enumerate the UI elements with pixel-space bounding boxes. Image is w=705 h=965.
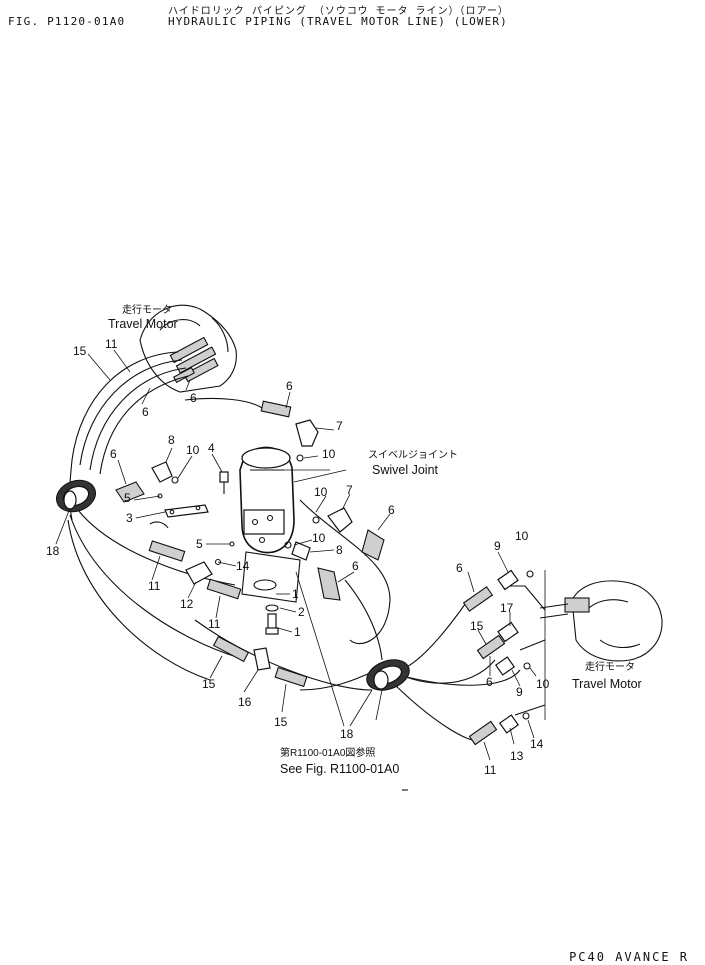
callout-6: 6 [286, 379, 293, 393]
callout-10: 10 [536, 677, 550, 691]
callout-10: 10 [322, 447, 336, 461]
callout-6: 6 [456, 561, 463, 575]
callout-numbers: 15 11 6 6 6 7 10 8 10 4 6 5 3 10 7 6 18 … [46, 337, 550, 777]
callout-6: 6 [388, 503, 395, 517]
figure-number: FIG. P1120-01A0 [8, 15, 126, 28]
figure-title: HYDRAULIC PIPING (TRAVEL MOTOR LINE) (LO… [168, 15, 508, 28]
callout-10: 10 [314, 485, 328, 499]
callout-15: 15 [274, 715, 288, 729]
callout-1: 1 [294, 625, 301, 639]
hose-right-run [194, 499, 546, 742]
callout-7: 7 [336, 419, 343, 433]
travel-motor-left-jp: 走行モータ [122, 303, 172, 316]
see-fig-label: See Fig. R1100-01A0 [280, 762, 399, 776]
callout-14: 14 [236, 559, 250, 573]
callout-11: 11 [105, 337, 118, 351]
travel-motor-right-jp: 走行モータ [585, 660, 635, 673]
callout-18: 18 [340, 727, 354, 741]
callout-15: 15 [73, 344, 87, 358]
callout-11: 11 [148, 579, 161, 593]
callout-6: 6 [142, 405, 149, 419]
callout-18: 18 [46, 544, 60, 558]
callout-15: 15 [470, 619, 484, 633]
travel-motor-right-label: Travel Motor [572, 677, 642, 691]
callout-4: 4 [208, 441, 215, 455]
swivel-joint [239, 446, 330, 603]
callout-10: 10 [186, 443, 200, 457]
bolt-1 [265, 604, 279, 635]
callout-11: 11 [208, 617, 221, 631]
callout-6: 6 [352, 559, 359, 573]
callout-12: 12 [180, 597, 194, 611]
callout-13: 13 [510, 749, 524, 763]
callout-14: 14 [530, 737, 544, 751]
hose-clamp-18-left [56, 479, 96, 513]
callout-15: 15 [202, 677, 216, 691]
callout-7: 7 [346, 483, 353, 497]
hose-top-6 [184, 397, 292, 418]
callout-9: 9 [494, 539, 501, 553]
callout-6: 6 [190, 391, 197, 405]
callout-6: 6 [110, 447, 117, 461]
callout-9: 9 [516, 685, 523, 699]
callout-16: 16 [238, 695, 252, 709]
right-travel-motor [539, 580, 663, 662]
callout-17: 17 [500, 601, 514, 615]
swivel-joint-jp: スイベルジョイント [368, 449, 458, 461]
callout-11: 11 [484, 763, 497, 777]
plate-3 [149, 504, 209, 529]
callout-2: 2 [298, 605, 305, 619]
callout-5: 5 [196, 537, 203, 551]
title-japanese: ハイドロリック パイピング （ソウコウ モータ ライン）（ロアー） [168, 6, 509, 17]
callout-6: 6 [486, 675, 493, 689]
callout-8: 8 [168, 433, 175, 447]
bolt-4 [219, 471, 229, 494]
callout-10: 10 [312, 531, 326, 545]
swivel-joint-label: Swivel Joint [372, 463, 439, 477]
travel-motor-left-label: Travel Motor [108, 317, 178, 331]
fittings [115, 419, 534, 746]
callout-5: 5 [124, 491, 131, 505]
leader-lines [55, 349, 537, 761]
callout-1: 1 [292, 587, 299, 601]
text-labels: 走行モータ Travel Motor 走行モータ Travel Motor スイ… [108, 303, 642, 776]
callout-10: 10 [515, 529, 529, 543]
hose-clamp-18-right [366, 659, 410, 691]
see-fig-jp: 第R1100-01A0図参照 [280, 746, 375, 759]
callout-8: 8 [336, 543, 343, 557]
callout-3: 3 [126, 511, 133, 525]
model-footer: PC40 AVANCE R [569, 950, 689, 964]
